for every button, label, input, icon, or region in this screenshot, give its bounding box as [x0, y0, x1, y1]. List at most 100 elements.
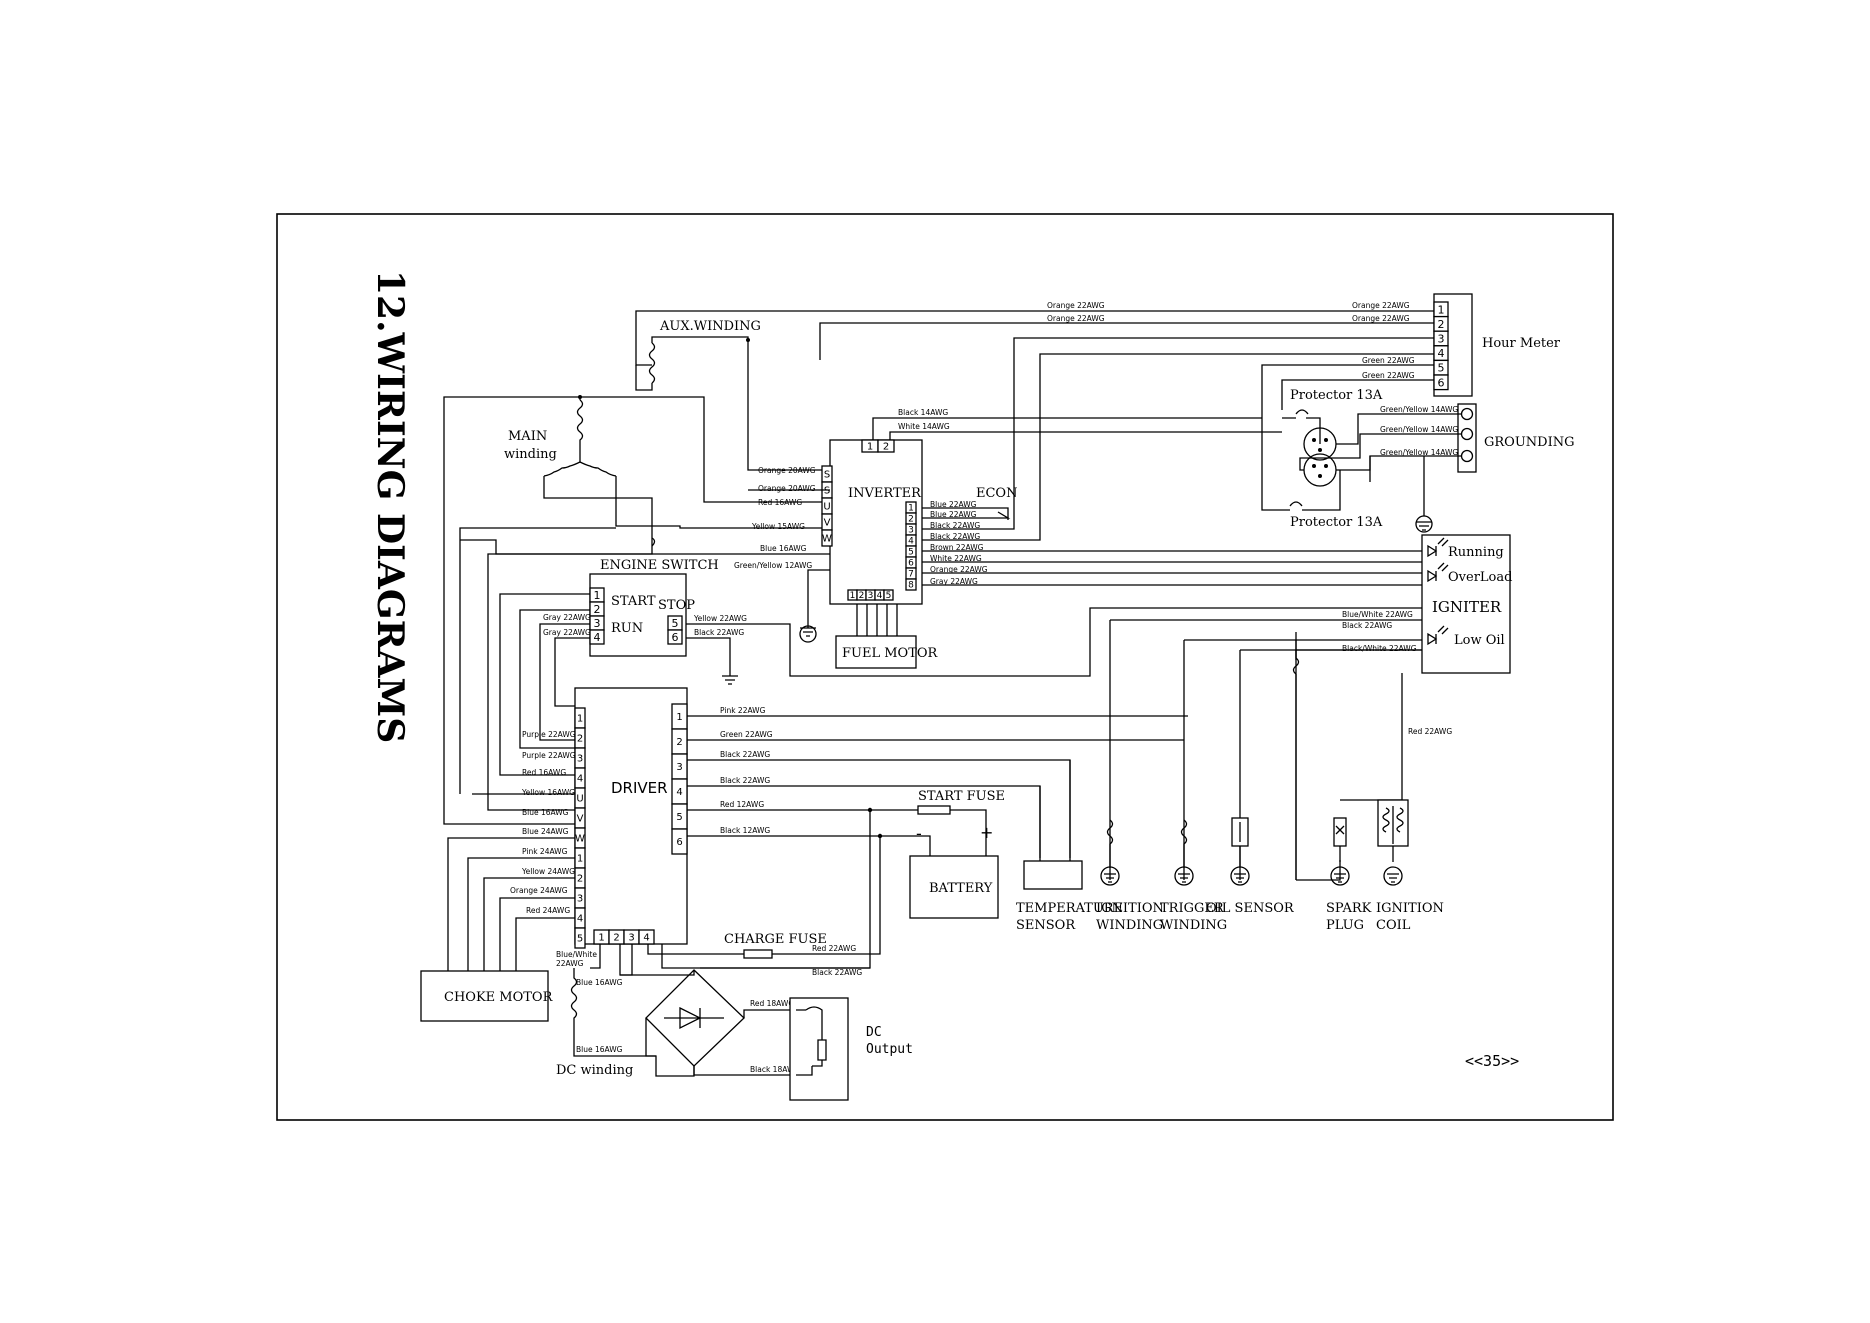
svg-text:Black 22AWG: Black 22AWG — [1342, 621, 1392, 630]
inverter-bottom-pin-label: 4 — [877, 591, 883, 601]
svg-text:Red 22AWG: Red 22AWG — [1408, 727, 1452, 736]
inverter-bottom-pin-label: 3 — [868, 591, 874, 601]
inverter-right-pin-label: 7 — [908, 570, 914, 580]
temperature-sensor — [1023, 860, 1083, 890]
aux-winding-label: AUX.WINDING — [659, 319, 761, 334]
engine-switch-right-pin-box — [667, 629, 683, 645]
inverter-left-pin-label: W — [822, 534, 832, 545]
temperature-sensor-label-2: SENSOR — [1016, 918, 1076, 933]
diagram-frame — [276, 213, 1614, 1121]
running-label: Running — [1448, 545, 1504, 560]
svg-text:Purple 22AWG: Purple 22AWG — [522, 751, 576, 760]
start-label: START — [611, 594, 656, 609]
svg-text:Green/Yellow 14AWG: Green/Yellow 14AWG — [1380, 448, 1458, 457]
spark-plug-label-2: PLUG — [1326, 918, 1364, 933]
driver-left-pin-label: 2 — [577, 734, 583, 745]
econ-label: ECON — [976, 486, 1017, 501]
svg-text:Purple 22AWG: Purple 22AWG — [522, 730, 576, 739]
driver-right-pin-label: 1 — [676, 712, 682, 723]
inverter-left-pin-label: U — [823, 502, 830, 513]
driver-bottom-pin-box — [638, 929, 655, 945]
igniter: IGNITER Running OverLoad Low Oil — [1421, 534, 1512, 674]
driver-left-pin-box — [574, 927, 586, 949]
svg-text:Black 22AWG: Black 22AWG — [694, 628, 744, 637]
trigger-winding-label-2: WINDING — [1160, 918, 1227, 933]
svg-text:Black 18AWG: Black 18AWG — [750, 1065, 800, 1074]
engine-switch-left-pin-label: 4 — [594, 631, 601, 644]
svg-text:Red 12AWG: Red 12AWG — [720, 800, 764, 809]
svg-text:Black/White 22AWG: Black/White 22AWG — [1342, 644, 1417, 653]
driver-bottom-pin-label: 3 — [628, 933, 634, 944]
svg-text:Orange 24AWG: Orange 24AWG — [510, 886, 568, 895]
low-oil-label: Low Oil — [1454, 633, 1505, 648]
main-winding-label: MAIN — [508, 429, 547, 444]
hour-meter-pin-label: 6 — [1438, 376, 1445, 389]
inverter-right-pin-label: 5 — [908, 548, 914, 558]
svg-text:Green 22AWG: Green 22AWG — [1362, 356, 1415, 365]
grounding-label: GROUNDING — [1484, 435, 1574, 450]
svg-text:Blue/White: Blue/White — [556, 950, 597, 959]
igniter-label: IGNITER — [1432, 598, 1502, 616]
svg-text:Yellow 16AWG: Yellow 16AWG — [521, 788, 575, 797]
inverter-right-pin-label: 1 — [908, 504, 914, 514]
hour-meter-pin-label: 4 — [1438, 347, 1445, 360]
svg-text:Pink 22AWG: Pink 22AWG — [720, 706, 766, 715]
inverter-top-pin-label: 1 — [867, 442, 873, 453]
inverter-right-pin-box — [905, 578, 917, 591]
svg-text:Orange 22AWG: Orange 22AWG — [930, 565, 988, 574]
hour-meter-pin-label: 2 — [1438, 318, 1445, 331]
choke-motor-label: CHOKE MOTOR — [444, 990, 554, 1005]
svg-text:Red 16AWG: Red 16AWG — [758, 498, 802, 507]
inverter-right-pin-label: 6 — [908, 559, 914, 569]
driver-label: DRIVER — [611, 779, 668, 797]
svg-text:Blue 16AWG: Blue 16AWG — [760, 544, 807, 553]
svg-text:Black 22AWG: Black 22AWG — [720, 750, 770, 759]
svg-text:Red 18AWG: Red 18AWG — [750, 999, 794, 1008]
page-title: 12.WIRING DIAGRAMS — [369, 270, 411, 743]
engine-switch-label: ENGINE SWITCH — [600, 558, 719, 573]
svg-text:Yellow 22AWG: Yellow 22AWG — [693, 614, 747, 623]
svg-text:Orange 22AWG: Orange 22AWG — [1352, 301, 1410, 310]
temperature-sensor-label: TEMPERATURE — [1016, 901, 1123, 916]
svg-text:Brown 22AWG: Brown 22AWG — [930, 543, 984, 552]
overload-label: OverLoad — [1448, 570, 1512, 585]
inverter-label: INVERTER — [848, 486, 922, 501]
driver-right-pin-box — [671, 828, 688, 855]
inverter-bottom-pin-label: 1 — [850, 591, 856, 601]
svg-text:Orange 20AWG: Orange 20AWG — [758, 484, 816, 493]
battery-minus: - — [916, 824, 922, 843]
driver-left-pin-label: 1 — [577, 854, 583, 865]
svg-text:White 22AWG: White 22AWG — [930, 554, 982, 563]
svg-text:Blue 16AWG: Blue 16AWG — [576, 1045, 623, 1054]
protector-top-label: Protector 13A — [1290, 388, 1383, 403]
driver-right-pin-label: 4 — [676, 787, 682, 798]
svg-text:Green/Yellow 12AWG: Green/Yellow 12AWG — [734, 561, 812, 570]
inverter-top-pin-label: 2 — [883, 442, 889, 453]
ignition-winding-label: IGNITION — [1096, 901, 1164, 916]
main-winding-label-2: winding — [504, 447, 557, 462]
svg-text:Orange 22AWG: Orange 22AWG — [1047, 314, 1105, 323]
svg-text:Black 12AWG: Black 12AWG — [720, 826, 770, 835]
svg-text:Black 22AWG: Black 22AWG — [812, 968, 862, 977]
svg-text:Orange 22AWG: Orange 22AWG — [1352, 314, 1410, 323]
svg-text:Orange 20AWG: Orange 20AWG — [758, 466, 816, 475]
svg-text:Pink 24AWG: Pink 24AWG — [522, 847, 568, 856]
hour-meter-pin-box — [1433, 374, 1449, 391]
dc-winding-label: DC winding — [556, 1063, 633, 1078]
driver-right-pin-label: 3 — [676, 762, 682, 773]
inverter-left-pin-label: S — [824, 486, 830, 497]
inverter-left-pin-label: S — [824, 470, 830, 481]
spark-plug-label: SPARK — [1326, 901, 1372, 916]
svg-text:22AWG: 22AWG — [556, 959, 584, 968]
driver-left-pin-label: 3 — [577, 894, 583, 905]
inverter-right-pin-label: 4 — [908, 537, 914, 547]
run-label: RUN — [611, 621, 643, 636]
dc-output-label: DC — [866, 1025, 882, 1040]
svg-text:Blue/White 22AWG: Blue/White 22AWG — [1342, 610, 1413, 619]
svg-text:Green/Yellow 14AWG: Green/Yellow 14AWG — [1380, 425, 1458, 434]
svg-text:Yellow 24AWG: Yellow 24AWG — [521, 867, 575, 876]
svg-text:Red 24AWG: Red 24AWG — [526, 906, 570, 915]
